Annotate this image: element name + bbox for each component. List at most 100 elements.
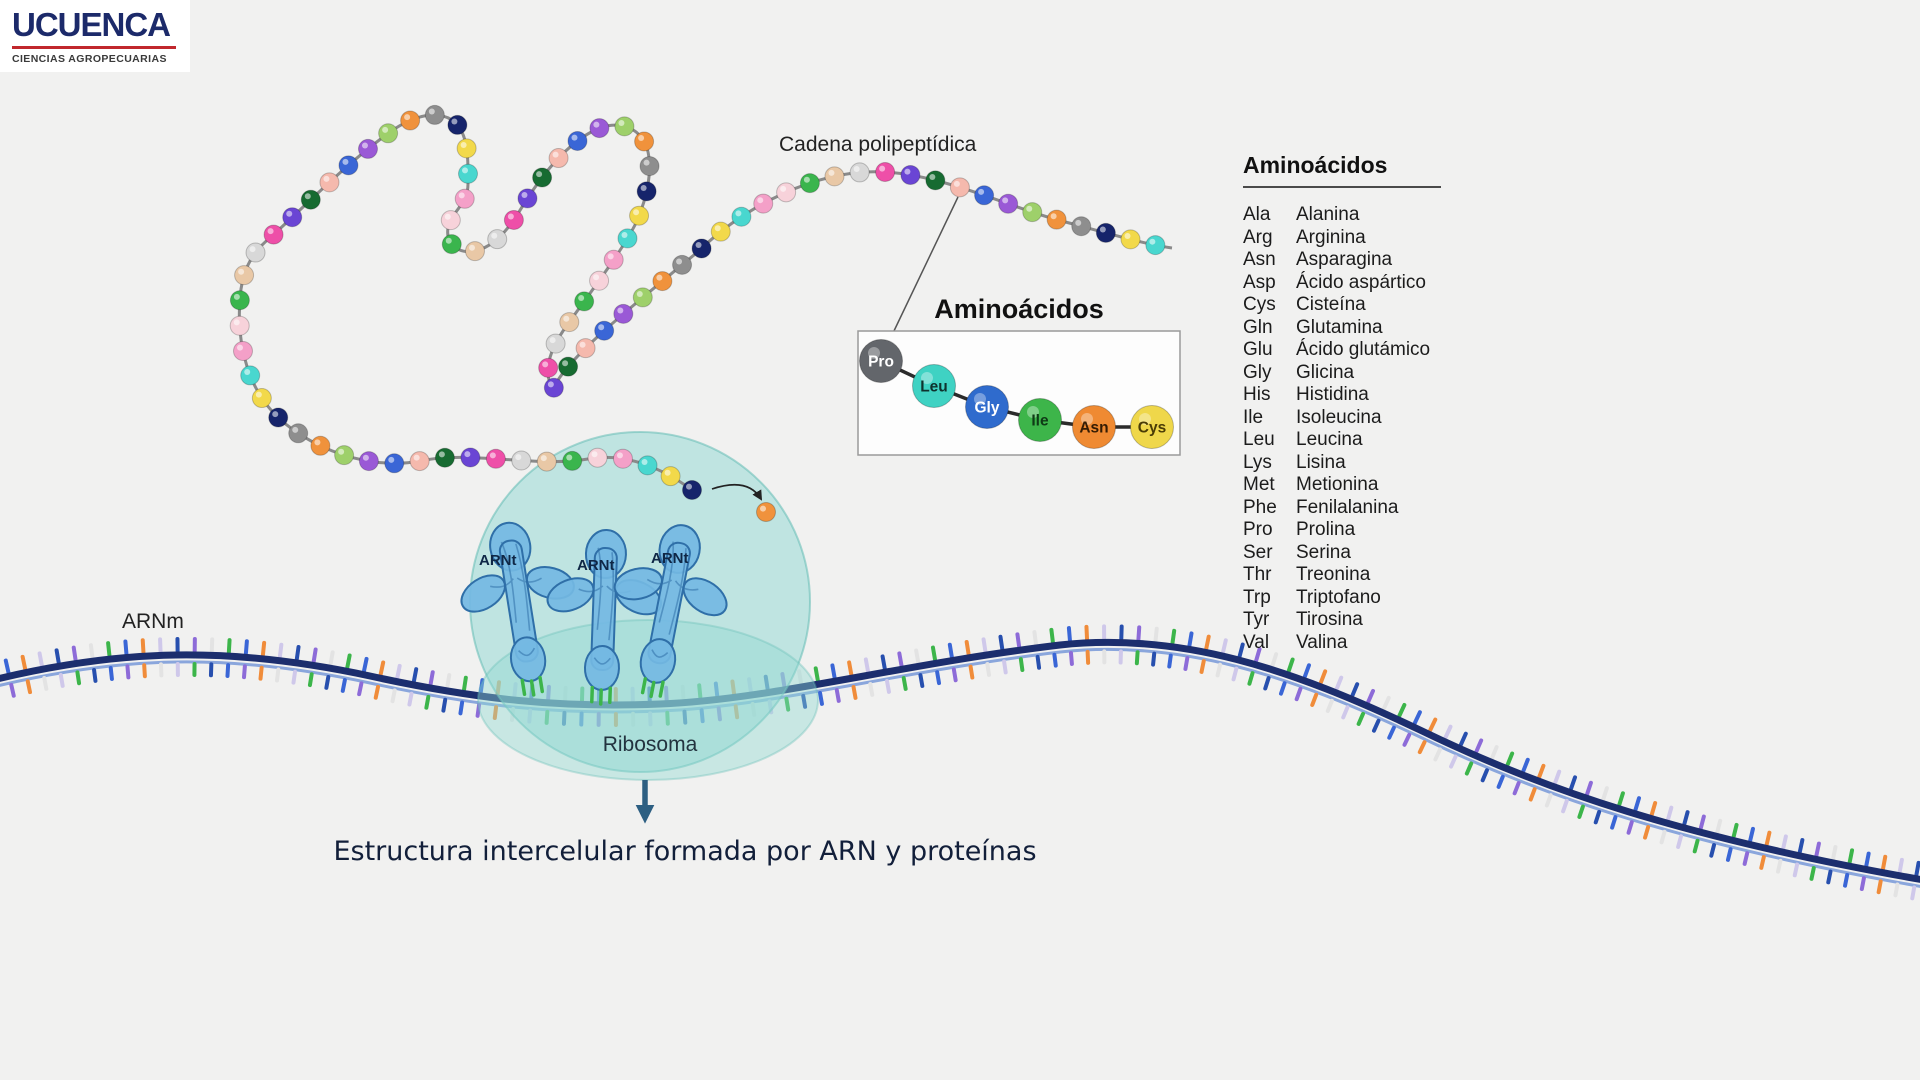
mrna-tick bbox=[1433, 747, 1442, 762]
mrna-tick bbox=[1204, 634, 1211, 651]
mrna-tick bbox=[1731, 822, 1739, 839]
mrna-tick bbox=[441, 697, 448, 713]
mrna-tick bbox=[1759, 855, 1766, 870]
amino-acid-name: Isoleucina bbox=[1296, 406, 1382, 428]
chain-bead bbox=[245, 242, 266, 263]
mrna-tick bbox=[1134, 650, 1140, 666]
mrna-tick bbox=[834, 688, 841, 703]
mrna-tick bbox=[1270, 652, 1279, 668]
mrna-tick bbox=[1617, 791, 1625, 807]
mrna-tick bbox=[1350, 682, 1360, 698]
mrna-tick bbox=[1068, 650, 1074, 666]
chain-bead bbox=[634, 131, 655, 152]
chain-bead bbox=[229, 290, 250, 311]
chain-bead bbox=[1046, 209, 1067, 230]
mrna-tick bbox=[1428, 717, 1438, 733]
mrna-tick bbox=[1649, 801, 1658, 817]
mrna-tick bbox=[1052, 652, 1058, 668]
ribosome-small-subunit bbox=[477, 619, 819, 781]
amino-acid-name: Cisteína bbox=[1296, 294, 1366, 315]
chain-bead bbox=[251, 388, 272, 409]
mrna-tick bbox=[1199, 659, 1206, 674]
mrna-tick bbox=[1215, 662, 1223, 678]
mrna-tick bbox=[868, 682, 875, 697]
mrna-tick bbox=[1334, 675, 1344, 691]
chain-bead bbox=[710, 221, 731, 242]
mrna-tick bbox=[1286, 657, 1295, 673]
mrna-tick bbox=[1136, 625, 1142, 642]
mrna-tick bbox=[1698, 814, 1706, 831]
chain-bead bbox=[603, 249, 624, 270]
mrna-tick bbox=[1569, 775, 1578, 791]
inset-amino-bead: Ile bbox=[1018, 398, 1062, 442]
chain-bead bbox=[776, 182, 797, 203]
mrna-tick bbox=[58, 673, 65, 688]
chain-bead bbox=[545, 333, 566, 354]
chain-bead bbox=[511, 450, 532, 471]
mrna-tick bbox=[784, 696, 791, 712]
mrna-tick bbox=[1626, 820, 1634, 835]
mrna-tick bbox=[1593, 809, 1602, 825]
mrna-tick bbox=[964, 639, 971, 656]
chain-bead bbox=[543, 377, 564, 398]
mrna-tick bbox=[242, 664, 247, 680]
amino-acid-abbr: Tyr bbox=[1243, 609, 1270, 630]
mrna-tick bbox=[1015, 632, 1022, 649]
chain-bead bbox=[589, 118, 610, 139]
chain-bead bbox=[731, 206, 752, 227]
mrna-tick bbox=[462, 675, 468, 692]
mrna-tick bbox=[1066, 626, 1072, 643]
amino-acid-abbr: Asp bbox=[1243, 271, 1276, 293]
mrna-tick bbox=[813, 666, 820, 683]
mrna-tick bbox=[1633, 796, 1641, 812]
chain-bead bbox=[458, 163, 479, 184]
mrna-tick bbox=[1847, 848, 1855, 865]
inset-amino-bead: Leu bbox=[912, 364, 956, 408]
mrna-tick bbox=[1387, 725, 1396, 740]
trna-label-2: ARNt bbox=[577, 557, 615, 574]
amino-acid-list-title: Aminoácidos bbox=[1243, 152, 1442, 188]
amino-acid-abbr: Arg bbox=[1243, 226, 1273, 248]
chain-bead bbox=[660, 466, 681, 487]
diagram-caption: Estructura intercelular formada por ARN … bbox=[333, 836, 1037, 867]
mrna-tick bbox=[1366, 688, 1376, 704]
amino-transfer-arrow bbox=[711, 483, 763, 501]
chain-bead bbox=[548, 148, 569, 169]
mrna-tick bbox=[1221, 638, 1228, 655]
mrna-tick bbox=[998, 634, 1005, 651]
mrna-tick bbox=[1371, 718, 1381, 733]
chain-bead bbox=[234, 265, 255, 286]
mrna-tick bbox=[818, 691, 824, 706]
mrna-tick bbox=[1279, 681, 1287, 696]
mrna-tick bbox=[258, 665, 264, 681]
mrna-tick bbox=[1831, 845, 1838, 861]
chain-bead bbox=[614, 116, 635, 137]
amino-acid-name: Fenilalanina bbox=[1296, 496, 1399, 518]
chain-bead bbox=[1071, 216, 1092, 237]
mrna-tick bbox=[1397, 702, 1407, 718]
amino-acid-abbr: Cys bbox=[1243, 294, 1276, 315]
chain-bead bbox=[1145, 235, 1166, 256]
chain-bead bbox=[409, 451, 430, 472]
amino-acid-name: Alanina bbox=[1296, 204, 1360, 225]
mrna-tick bbox=[1876, 879, 1883, 895]
amino-acid-abbr: Val bbox=[1243, 631, 1270, 653]
mrna-tick bbox=[1512, 781, 1521, 796]
amino-acid-beads bbox=[229, 104, 1166, 522]
mrna-tick bbox=[226, 638, 232, 655]
mrna-tick bbox=[1474, 738, 1484, 754]
mrna-tick bbox=[362, 656, 369, 673]
chain-bead bbox=[517, 188, 538, 209]
mrna-tick bbox=[1544, 793, 1553, 808]
mrna-tick bbox=[1521, 757, 1530, 773]
chain-bead bbox=[875, 162, 896, 183]
